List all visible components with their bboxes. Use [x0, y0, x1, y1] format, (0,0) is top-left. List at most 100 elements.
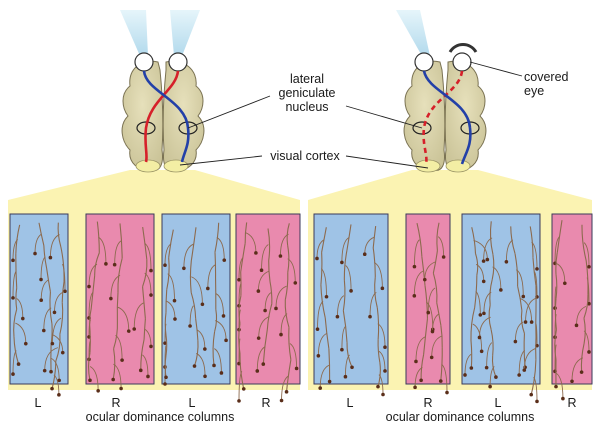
column-label: R — [423, 396, 433, 410]
axon-twig — [280, 313, 288, 335]
axon-branch — [583, 318, 586, 344]
synaptic-terminal — [318, 386, 323, 390]
axon-twig — [207, 264, 216, 289]
axon-twig — [54, 291, 64, 313]
axon-twig — [15, 322, 27, 344]
axon-twig — [475, 263, 485, 282]
synaptic-terminal — [149, 293, 153, 297]
column-label: R — [261, 396, 271, 410]
axon-branch — [377, 362, 381, 387]
synaptic-terminal — [494, 375, 498, 379]
synaptic-terminal — [368, 314, 372, 319]
occipital-blob-left — [135, 159, 161, 173]
axon-branch — [51, 361, 57, 389]
axon-twig — [475, 291, 481, 315]
axon-branch — [267, 228, 271, 261]
synaptic-terminal — [350, 365, 354, 370]
axon-twig — [427, 287, 436, 313]
axon-branch — [421, 256, 426, 286]
axon-arbor — [570, 224, 591, 384]
axon-branch — [165, 289, 168, 313]
axon-branch — [212, 331, 216, 366]
axon-branch — [514, 253, 519, 287]
axon-branch — [510, 226, 516, 254]
synaptic-terminal — [383, 369, 387, 373]
synaptic-terminal — [138, 368, 143, 373]
axon-branch — [532, 257, 537, 286]
synaptic-terminal — [237, 277, 241, 282]
column-label: R — [567, 396, 577, 410]
synaptic-terminal — [50, 341, 55, 346]
axon-branch — [377, 339, 381, 363]
axon-twig — [256, 346, 266, 371]
synaptic-terminal — [430, 329, 435, 334]
brain-left-hemisphere-2 — [403, 60, 446, 171]
column-label: L — [346, 396, 354, 410]
axon-twig — [44, 347, 58, 371]
axon-branch — [214, 309, 218, 332]
axon-branch — [436, 222, 440, 251]
column-right — [235, 213, 301, 385]
axon-twig — [261, 244, 269, 271]
axon-branch — [112, 348, 116, 380]
synaptic-terminal — [477, 335, 482, 340]
axon-twig — [320, 268, 327, 297]
axon-twig — [483, 237, 493, 262]
axon-twig — [369, 291, 377, 317]
synaptic-terminal — [343, 374, 348, 379]
axon-arbor — [274, 223, 299, 403]
axon-twig — [61, 263, 66, 292]
ocular-dominance-columns — [9, 213, 593, 404]
synaptic-terminal — [413, 385, 417, 390]
synaptic-terminal — [587, 350, 591, 354]
column-label: R — [111, 396, 121, 410]
axon-arbor — [255, 228, 273, 373]
axon-branch — [15, 287, 18, 310]
column-left — [161, 213, 231, 385]
eye-covered — [452, 52, 472, 72]
axon-branch — [60, 246, 65, 282]
axon-twig — [214, 348, 222, 373]
synaptic-terminal — [126, 329, 131, 333]
axon-twig — [238, 257, 244, 280]
occipital-blob-right-2 — [445, 159, 471, 173]
axon-twig — [115, 334, 123, 361]
column-label: L — [34, 396, 42, 410]
synaptic-terminal — [380, 286, 385, 291]
synaptic-terminal — [206, 286, 210, 291]
column-left — [9, 213, 69, 385]
axon-branch — [140, 339, 145, 371]
axon-twig — [216, 237, 225, 261]
axon-branch — [470, 307, 476, 341]
axon-branch — [239, 353, 245, 390]
synaptic-terminal — [376, 384, 380, 389]
axon-branch — [59, 302, 64, 335]
axon-twig — [516, 269, 524, 297]
axon-arbor — [42, 222, 67, 397]
axon-twig — [281, 375, 289, 401]
synaptic-terminal — [111, 377, 115, 382]
synaptic-terminal — [429, 355, 434, 360]
synaptic-terminal — [488, 384, 492, 389]
axon-branch — [432, 272, 438, 303]
axon-branch — [113, 321, 118, 349]
axon-twig — [554, 314, 557, 338]
axon-branch — [489, 279, 493, 306]
axon-twig — [164, 243, 172, 266]
axon-twig — [164, 323, 167, 344]
axon-twig — [554, 236, 560, 264]
axon-branch — [238, 295, 242, 324]
axon-branch — [328, 348, 331, 382]
axon-arbor — [182, 227, 207, 379]
axon-twig — [164, 366, 167, 385]
axon-branch — [15, 224, 21, 254]
synaptic-terminal — [263, 308, 267, 313]
axon-arbor — [504, 226, 534, 377]
axon-branch — [166, 257, 170, 290]
axon-twig — [341, 237, 350, 263]
synaptic-terminal — [574, 323, 579, 328]
synaptic-terminal — [383, 345, 387, 349]
axon-twig — [555, 372, 564, 399]
axon-branch — [94, 252, 100, 276]
pathway-open-eye — [422, 70, 472, 165]
